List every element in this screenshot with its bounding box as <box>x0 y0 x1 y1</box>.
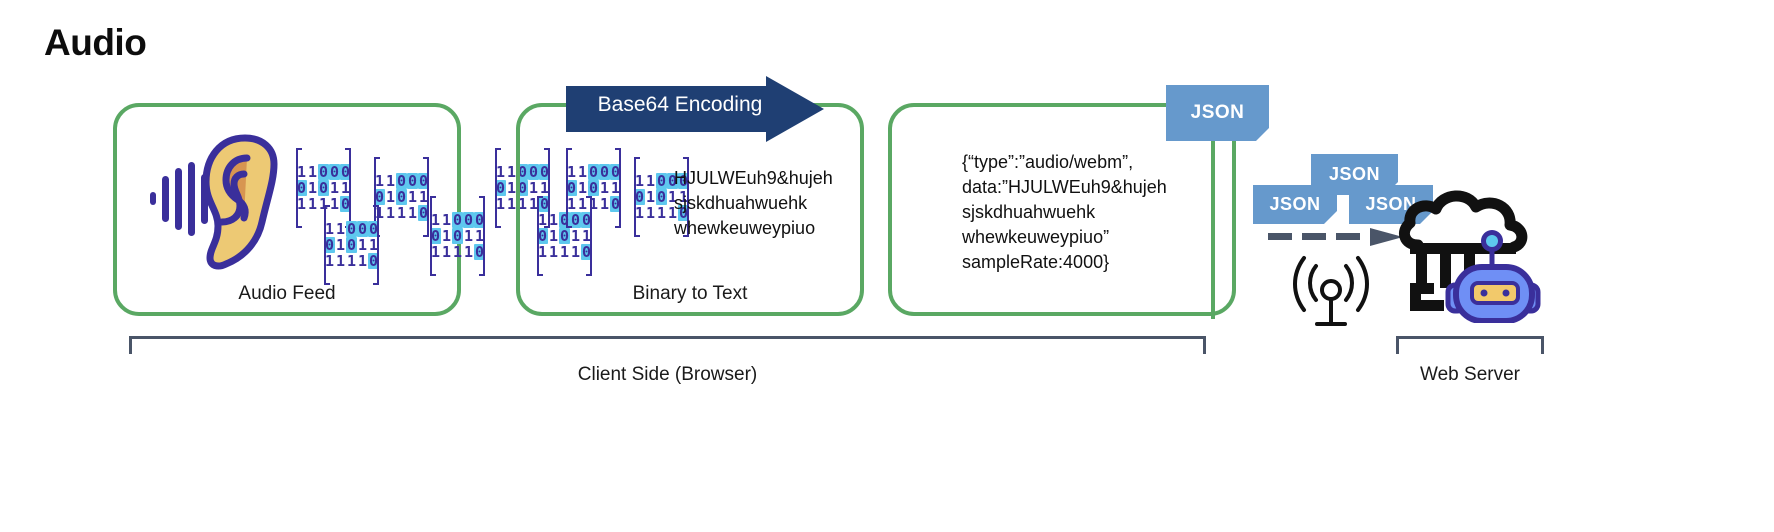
web-server-bracket <box>1396 336 1544 354</box>
json-badge-label: JSON <box>1269 194 1321 214</box>
matrix-bracket-right <box>423 157 429 237</box>
json-payload-text: {“type”:”audio/webm”, data:”HJULWEuh9&hu… <box>962 152 1167 272</box>
matrix-bracket-left <box>566 148 572 228</box>
matrix-bracket-left <box>495 148 501 228</box>
page-fold-icon <box>1420 211 1433 224</box>
json-badge-left: JSON <box>1253 185 1337 224</box>
base64-arrow-label: Base64 Encoding <box>597 93 763 116</box>
page-title: Audio <box>44 22 147 63</box>
json-badge-label: JSON <box>1365 194 1417 214</box>
page-fold-icon <box>1256 128 1269 141</box>
matrix-bracket-right <box>544 148 550 228</box>
matrix-bracket-left <box>537 196 543 276</box>
antenna-icon <box>1293 256 1369 326</box>
panel-audio-feed <box>113 103 461 316</box>
cloud-server-icon <box>1399 190 1541 323</box>
robot-icon <box>1445 230 1541 323</box>
json-badge-label: JSON <box>1328 164 1381 184</box>
matrix-bracket-left <box>324 205 330 285</box>
matrix-bracket-left <box>296 148 302 228</box>
panel-caption-audio-feed: Audio Feed <box>238 283 336 304</box>
panel-caption-binary-to-text: Binary to Text <box>632 283 748 304</box>
matrix-bracket-left <box>430 196 436 276</box>
base64-arrow-shape <box>566 76 824 142</box>
ear-icon <box>150 134 278 270</box>
matrix-bracket-left <box>634 157 640 237</box>
matrix-bracket-right <box>615 148 621 228</box>
dashed-arrow-icon <box>1268 228 1403 246</box>
panel-json-payload <box>888 103 1236 316</box>
matrix-bracket-right <box>373 205 379 285</box>
connector-line <box>1211 139 1215 319</box>
page-fold-icon <box>1324 211 1337 224</box>
ear-shape <box>202 134 278 270</box>
web-server-label: Web Server <box>1420 364 1520 385</box>
client-side-bracket <box>129 336 1206 354</box>
matrix-bracket-right <box>683 157 689 237</box>
matrix-bracket-right <box>479 196 485 276</box>
client-side-label: Client Side (Browser) <box>577 364 758 385</box>
json-badge-main: JSON <box>1166 85 1269 141</box>
base64-payload-text: HJULWEuh9&hujeh sjskdhuahwuehk whewkeuwe… <box>674 168 833 238</box>
matrix-bracket-right <box>586 196 592 276</box>
json-badge-label: JSON <box>1190 102 1245 123</box>
